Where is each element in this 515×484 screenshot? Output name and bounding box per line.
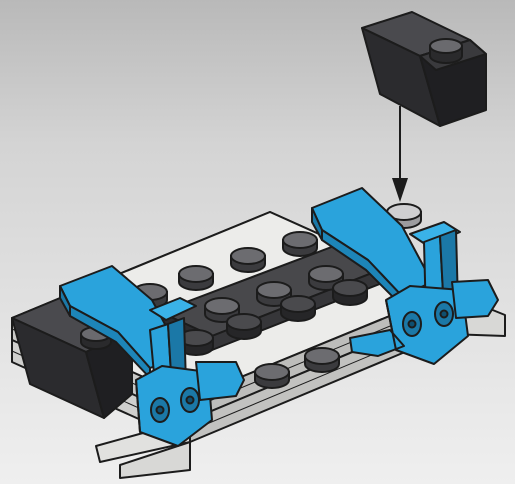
stud xyxy=(282,231,318,257)
blue-hinge-assembly-left xyxy=(59,265,245,447)
down-arrow-icon xyxy=(392,106,408,202)
stud xyxy=(280,295,316,322)
stud xyxy=(178,329,214,356)
blue-hinge-assembly-right xyxy=(311,187,499,365)
stud xyxy=(304,347,340,373)
stud xyxy=(226,313,262,340)
stud xyxy=(230,247,266,273)
grey-plate-studs xyxy=(178,279,368,356)
black-slope-brick-new xyxy=(361,11,487,127)
stud xyxy=(178,265,214,291)
stud xyxy=(332,279,368,306)
stud xyxy=(254,363,290,389)
